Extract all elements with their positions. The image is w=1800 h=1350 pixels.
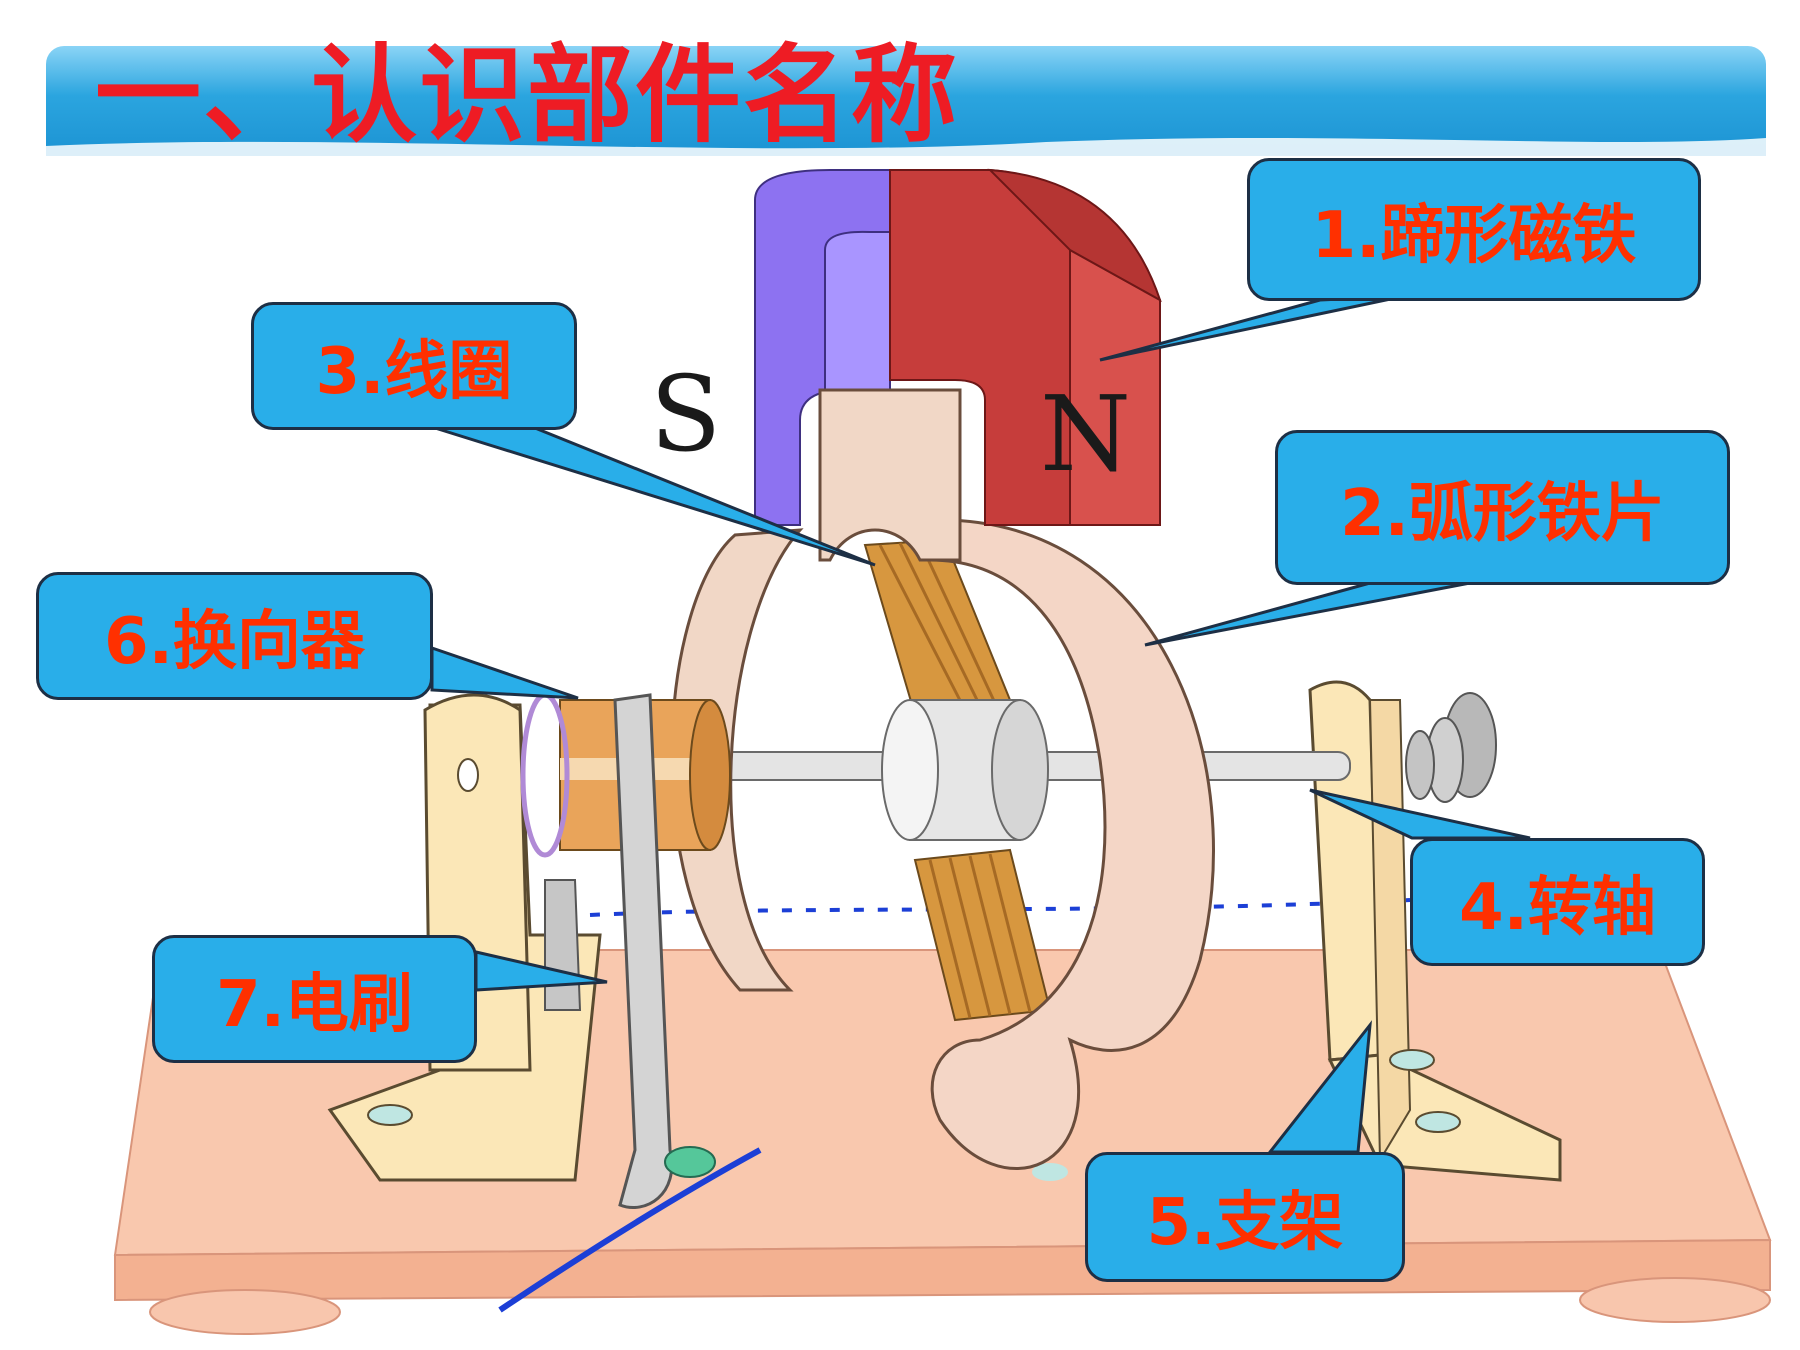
north-pole-label: N [1040, 373, 1131, 495]
callout-pointers [430, 294, 1531, 1154]
south-pole-label: S [650, 353, 721, 475]
callout-commutator: 6.换向器 [36, 572, 433, 700]
page-title: 一、认识部件名称 [95, 34, 959, 157]
header-bar [46, 46, 1766, 156]
arc-iron-back [670, 528, 804, 992]
callout-brush: 7.电刷 [152, 935, 477, 1063]
wire-back [589, 898, 1411, 917]
coil [863, 538, 1052, 1022]
wire [498, 1147, 762, 1313]
header-wave [46, 138, 1766, 162]
callout-bracket: 5.支架 [1085, 1152, 1405, 1282]
horseshoe-magnet: S N [650, 168, 1162, 562]
pulley [1405, 692, 1497, 803]
callout-arc-iron: 2.弧形铁片 [1275, 430, 1730, 585]
core-cylinder [881, 699, 1049, 841]
callout-shaft: 4.转轴 [1410, 838, 1705, 966]
arc-iron-front [928, 518, 1215, 1170]
callout-horseshoe-magnet: 1.蹄形磁铁 [1247, 158, 1701, 301]
callout-coil: 3.线圈 [251, 302, 577, 430]
